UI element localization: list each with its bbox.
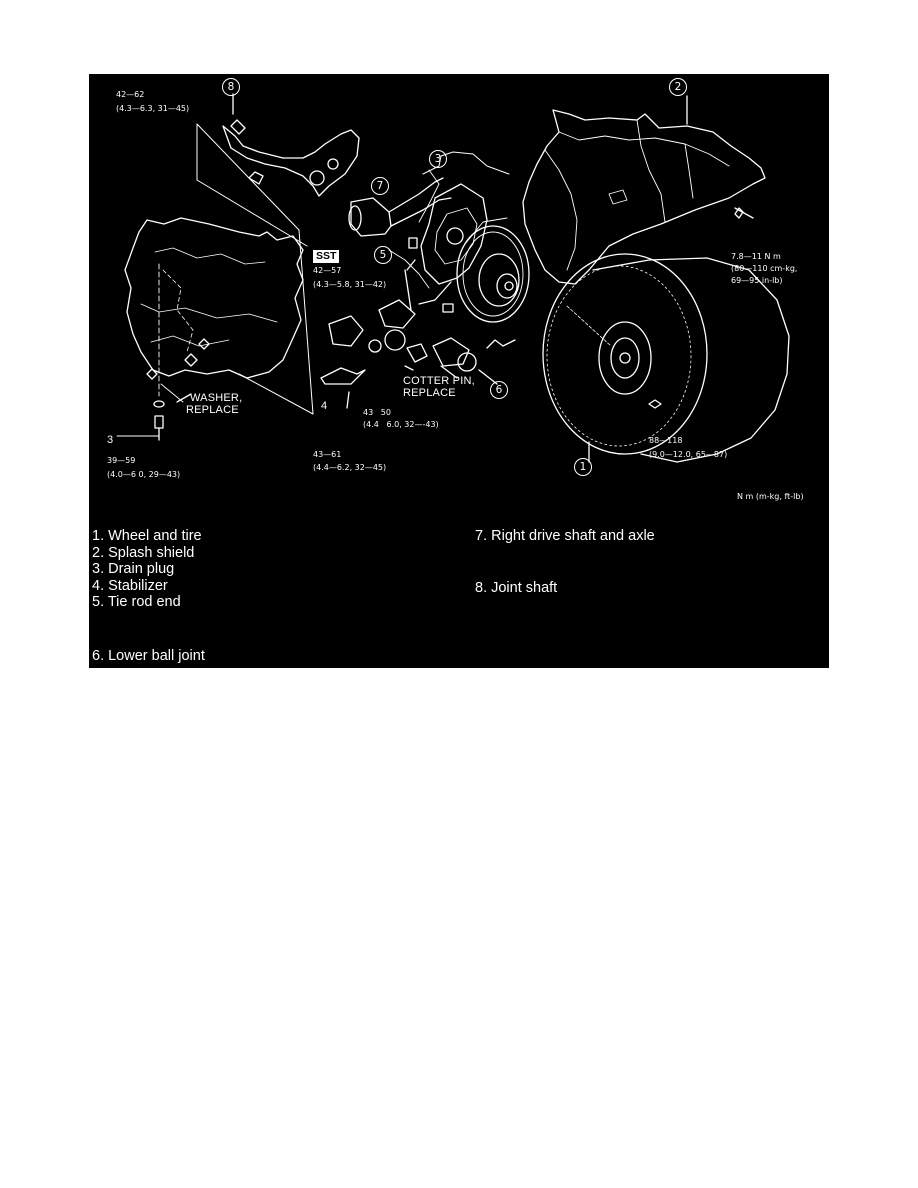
callout-6: 6 xyxy=(490,381,508,399)
torque-sst-metric: (4.3—5.8, 31—42) xyxy=(313,280,387,289)
torque-3-metric: (4.0—6 0, 29—43) xyxy=(107,470,181,479)
callout-3: 3 xyxy=(429,150,447,168)
splash-shield xyxy=(522,95,766,285)
legend-item-2: 2. Splash shield xyxy=(92,544,195,561)
washer-note-1: WASHER, xyxy=(190,392,243,404)
callout-5: 5 xyxy=(374,246,392,264)
transaxle-case xyxy=(124,217,304,441)
diagram-figure: 8 2 3 7 5 6 1 42—62 (4.3—6.3, 31—45) SST… xyxy=(89,74,829,668)
torque-2-range: 7.8—11 N m xyxy=(731,252,781,261)
joint-shaft xyxy=(222,93,360,197)
callout-2: 2 xyxy=(669,78,687,96)
knuckle-hub-assembly xyxy=(388,183,530,323)
torque-5-range: 43 50 xyxy=(363,408,391,417)
suspension-parts xyxy=(320,259,516,409)
legend-item-1: 1. Wheel and tire xyxy=(92,528,202,544)
callout-8: 8 xyxy=(222,78,240,96)
cotter-note-1: COTTER PIN, xyxy=(403,375,475,387)
torque-1-range: 88—118 xyxy=(649,436,683,445)
callout-3-label: 3 xyxy=(107,434,114,446)
torque-2-inlb: 69—95 in-lb) xyxy=(731,276,783,285)
torque-4-range: 43—61 xyxy=(313,450,342,459)
cotter-note-2: REPLACE xyxy=(403,387,456,399)
torque-3-range: 39—59 xyxy=(107,456,136,465)
legend-item-3: 3. Drain plug xyxy=(92,561,175,577)
callout-4-label: 4 xyxy=(321,400,328,412)
torque-4-metric: (4.4—6.2, 32—45) xyxy=(313,463,387,472)
torque-sst-range: 42—57 xyxy=(313,266,342,275)
wheel-and-tire xyxy=(542,253,790,463)
legend-item-8: 8. Joint shaft xyxy=(475,580,558,596)
units-note: N m (m-kg, ft-lb) xyxy=(737,492,804,501)
washer-note-2: REPLACE xyxy=(186,404,239,416)
torque-1-metric: (9.0—12.0, 65—87) xyxy=(649,450,728,459)
legend-item-4: 4. Stabilizer xyxy=(92,577,168,594)
exploded-assembly-drawing xyxy=(116,93,790,463)
callout-1: 1 xyxy=(574,458,592,476)
legend-item-5: 5. Tie rod end xyxy=(92,594,181,610)
legend-item-7: 7. Right drive shaft and axle xyxy=(475,528,655,544)
callout-7: 7 xyxy=(371,177,389,195)
legend-item-6: 6. Lower ball joint xyxy=(92,648,205,664)
torque-5-metric: (4.4 6.0, 32—-43) xyxy=(363,420,439,429)
torque-8-range: 42—62 xyxy=(116,90,145,99)
torque-8-metric: (4.3—6.3, 31—45) xyxy=(116,104,190,113)
sst-badge: SST xyxy=(313,250,340,263)
torque-2-cmkg: (80—110 cm-kg, xyxy=(731,264,798,273)
